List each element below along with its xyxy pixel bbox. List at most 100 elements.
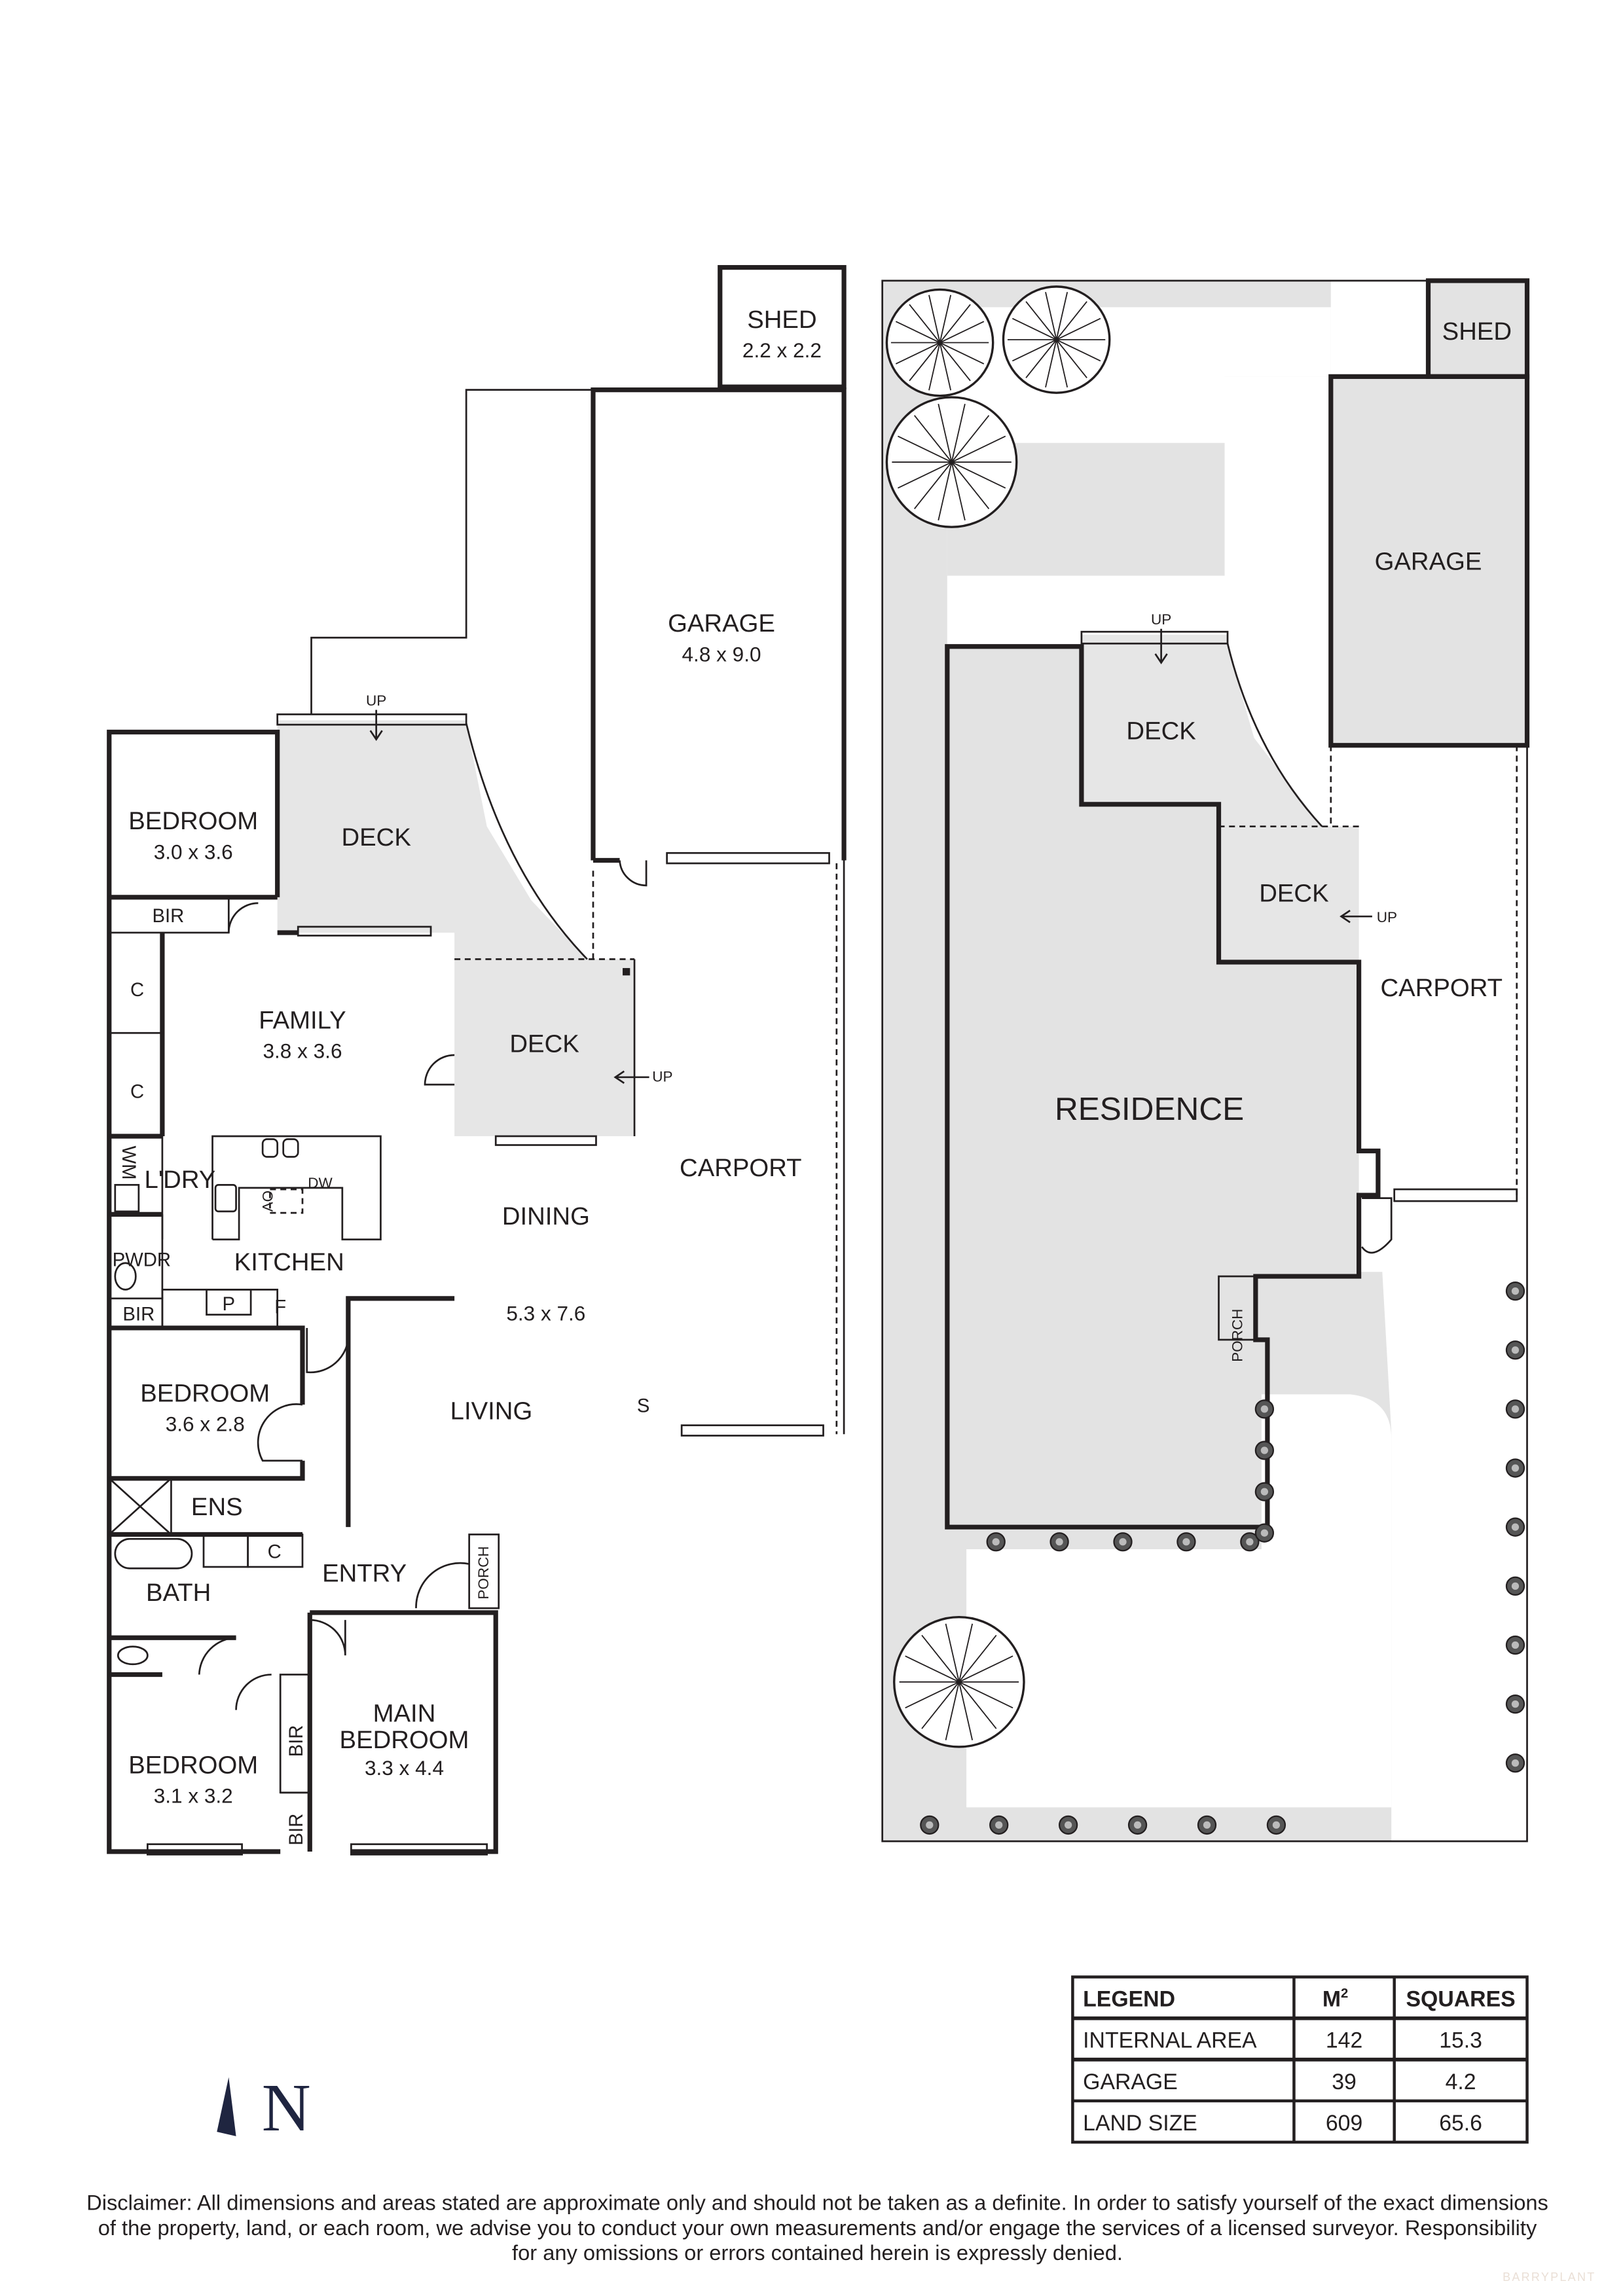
door-swing (619, 860, 647, 887)
site-plan: SHED GARAGE DECK DECK CARPORT RESIDENCE … (881, 278, 1530, 1842)
label-bir: BIR (122, 1304, 155, 1325)
room-label-laundry: L'DRY (145, 1166, 216, 1194)
site-label-garage: GARAGE (1375, 548, 1482, 576)
front-garden (966, 1394, 1392, 1808)
north-arrow: N (217, 2071, 311, 2145)
room-label-family: FAMILY (259, 1006, 346, 1034)
shrub-icon (920, 1815, 939, 1835)
shed-walls (718, 264, 847, 389)
room-label-bedroom-2: BEDROOM (140, 1380, 270, 1408)
legend-header-m2: M2 (1322, 1986, 1348, 2012)
room-dims-bedroom-1: 3.0 x 3.6 (154, 840, 233, 863)
label-porch: PORCH (475, 1546, 492, 1599)
up-arrow-icon (369, 709, 649, 1084)
north-letter: N (262, 2071, 311, 2145)
shrub-icon (986, 1532, 1006, 1552)
tree-icon (893, 1615, 1025, 1748)
legend-header-squares: SQUARES (1406, 1987, 1516, 2012)
tree-icon (885, 288, 994, 397)
label-closet: C (130, 979, 144, 1001)
room-label-shed: SHED (747, 306, 816, 334)
disclaimer: Disclaimer: All dimensions and areas sta… (86, 2191, 1548, 2265)
room-dims-shed: 2.2 x 2.2 (742, 338, 822, 362)
shrub-icon (1176, 1532, 1196, 1552)
site-label-residence: RESIDENCE (1055, 1090, 1244, 1127)
trees (885, 285, 1111, 1748)
shrub-icon (1505, 1340, 1525, 1360)
label-up: UP (652, 1069, 672, 1085)
legend-row-m2: 39 (1332, 2070, 1357, 2094)
shrub-icon (1058, 1815, 1078, 1835)
room-label-ens: ENS (191, 1493, 243, 1521)
room-label-bedroom-3: BEDROOM (128, 1751, 258, 1780)
legend-row-squares: 15.3 (1439, 2028, 1482, 2053)
shrub-icon (1240, 1532, 1260, 1552)
north-arrow-icon (217, 2077, 236, 2136)
site-label-carport: CARPORT (1381, 974, 1503, 1002)
shrub-icon (1505, 1399, 1525, 1419)
floor-plan: SHED 2.2 x 2.2 GARAGE 4.8 x 9.0 BEDROOM … (107, 264, 847, 1856)
label-fridge: F (274, 1296, 286, 1318)
room-label-main-bedroom: BEDROOM (340, 1726, 469, 1754)
shrub-icon (1049, 1532, 1069, 1552)
shrub-icon (1505, 1458, 1525, 1478)
label-closet: C (268, 1541, 282, 1563)
front-driveway (1377, 1198, 1527, 1842)
room-label-entry: ENTRY (322, 1560, 407, 1588)
room-dims-bedroom-2: 3.6 x 2.8 (166, 1412, 245, 1436)
shrubs (920, 1281, 1525, 1835)
site-label-deck-upper: DECK (1126, 717, 1196, 745)
site-label-shed: SHED (1442, 317, 1512, 346)
legend-table: LEGEND M2 SQUARES INTERNAL AREA 142 15.3… (1071, 1975, 1529, 2144)
room-label-carport: CARPORT (680, 1154, 802, 1182)
shrub-icon (1505, 1281, 1525, 1301)
site-label-up: UP (1151, 611, 1171, 628)
room-dims-main-bedroom: 3.3 x 4.4 (365, 1756, 444, 1780)
label-up: UP (366, 692, 386, 709)
house-exterior-wall (107, 729, 281, 1854)
label-closet: C (130, 1081, 144, 1102)
room-label-bath: BATH (146, 1579, 211, 1607)
room-label-pwdr: PWDR (113, 1249, 171, 1270)
shrub-icon (1505, 1753, 1525, 1773)
site-label-porch: PORCH (1230, 1309, 1246, 1362)
room-dims-bedroom-3: 3.1 x 3.2 (154, 1784, 233, 1808)
label-dishwasher: DW (308, 1175, 333, 1191)
legend-row-squares: 4.2 (1446, 2070, 1476, 2094)
legend-row-squares: 65.6 (1439, 2111, 1482, 2136)
watermark-logo: BARRYPLANT (1503, 2270, 1596, 2284)
room-label-deck-upper: DECK (341, 823, 411, 852)
legend-row-label: GARAGE (1083, 2070, 1178, 2094)
shrub-icon (1505, 1517, 1525, 1537)
label-bir: BIR (153, 905, 185, 927)
shrub-icon (1127, 1815, 1148, 1835)
shrub-icon (1254, 1523, 1275, 1543)
room-label-kitchen: KITCHEN (234, 1248, 344, 1276)
shrub-icon (1254, 1441, 1275, 1460)
shrub-icon (1197, 1815, 1217, 1835)
site-boundary (881, 279, 1528, 1842)
legend-row-label: LAND SIZE (1083, 2111, 1197, 2136)
legend-row-m2: 142 (1326, 2028, 1362, 2053)
room-dims-garage: 4.8 x 9.0 (682, 642, 761, 666)
room-label-bedroom-1: BEDROOM (128, 807, 258, 835)
legend-header-legend: LEGEND (1083, 1987, 1175, 2012)
shrub-icon (1254, 1399, 1275, 1419)
deck-lower-area (454, 959, 635, 1136)
shrub-icon (989, 1815, 1009, 1835)
label-bir: BIR (285, 1725, 307, 1757)
room-label-deck-lower: DECK (509, 1030, 579, 1058)
shrub-icon (1113, 1532, 1133, 1552)
up-arrow-icon (1154, 628, 1372, 924)
disclaimer-line: for any omissions or errors contained he… (512, 2240, 1123, 2265)
garage-door (666, 852, 830, 865)
label-pantry: P (223, 1293, 236, 1315)
garage-walls (591, 387, 847, 861)
room-label-garage: GARAGE (668, 609, 775, 637)
carport-gate (680, 1424, 824, 1437)
label-oven: OV (259, 1191, 276, 1212)
disclaimer-line: Disclaimer: All dimensions and areas sta… (86, 2191, 1548, 2215)
room-dims-family: 3.8 x 3.6 (263, 1039, 342, 1063)
deck-arc (465, 723, 588, 960)
